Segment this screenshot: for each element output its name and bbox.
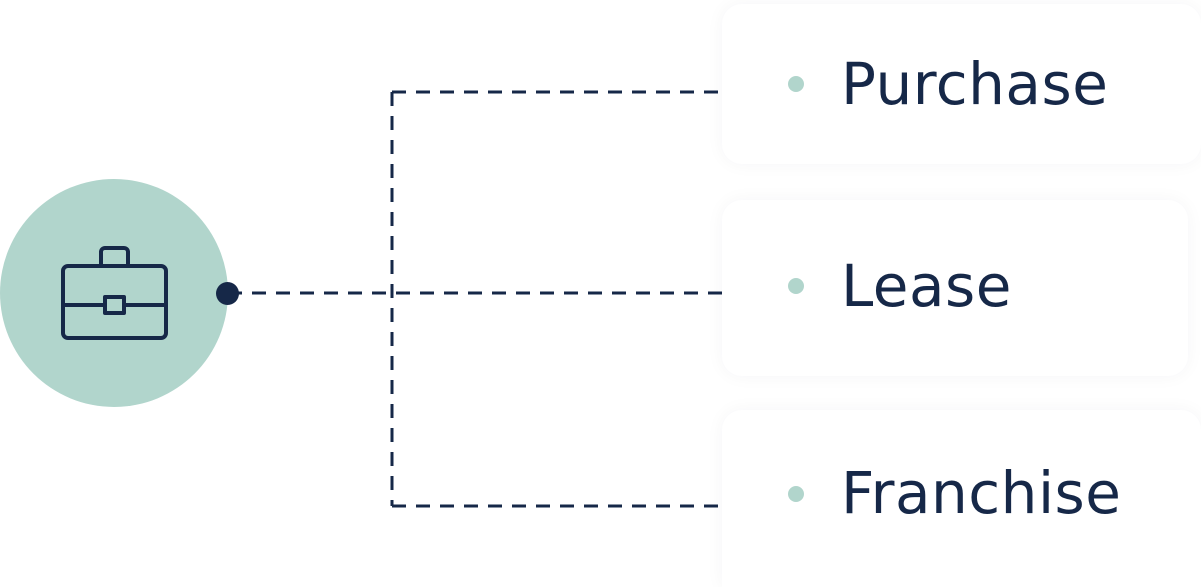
bullet-dot-icon <box>788 278 804 294</box>
hub-circle <box>0 179 228 407</box>
option-label-franchise: Franchise <box>841 459 1122 527</box>
connector-origin-dot <box>216 282 239 305</box>
option-label-lease: Lease <box>841 252 1012 320</box>
bullet-dot-icon <box>788 486 804 502</box>
briefcase-icon <box>61 246 168 340</box>
option-label-purchase: Purchase <box>841 50 1109 118</box>
option-card-lease: Lease <box>722 200 1188 376</box>
option-card-franchise: Franchise <box>722 410 1201 587</box>
bullet-dot-icon <box>788 76 804 92</box>
option-card-purchase: Purchase <box>722 4 1201 164</box>
